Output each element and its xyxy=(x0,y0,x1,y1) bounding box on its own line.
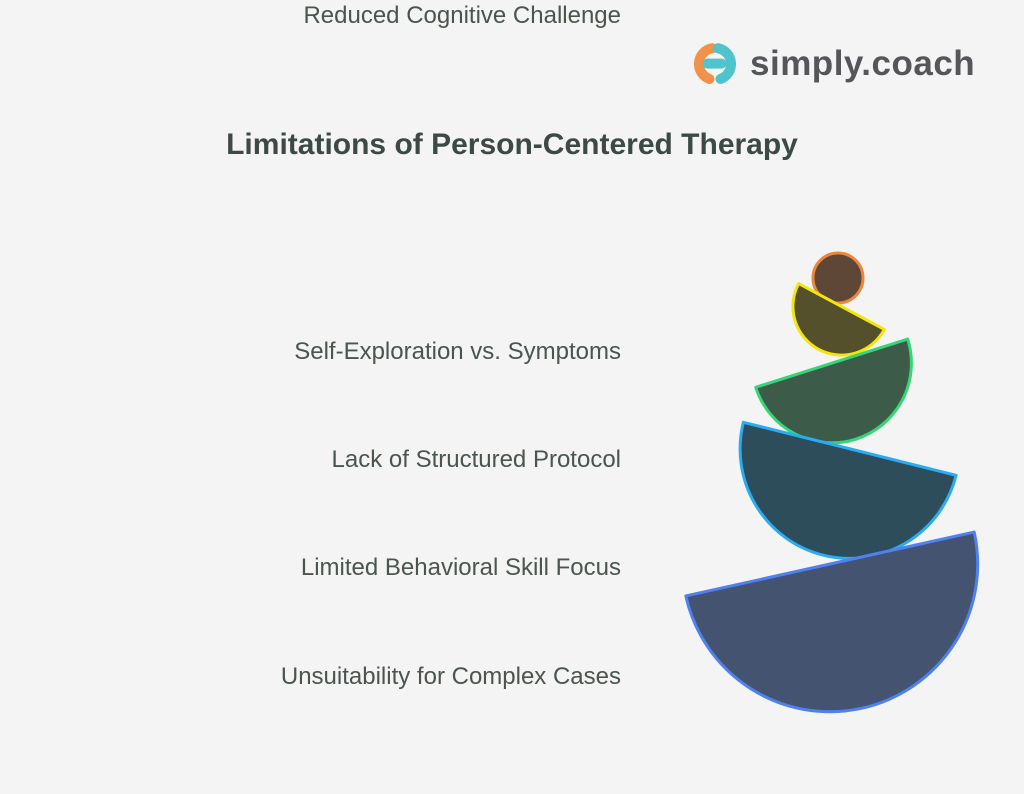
logo-text: simply.coach xyxy=(750,44,976,83)
stone-semicircle-small xyxy=(791,282,886,357)
stone-semicircle-base xyxy=(684,530,980,714)
limitation-label-4: Unsuitability for Complex Cases xyxy=(280,663,621,690)
stone-semicircle-medium xyxy=(754,337,913,445)
stone-top-circle xyxy=(811,251,865,305)
limitation-label-5: Reduced Cognitive Challenge xyxy=(303,2,621,29)
stone-semicircle-large xyxy=(738,420,958,560)
limitation-label-1: Self-Exploration vs. Symptoms xyxy=(294,338,621,365)
limitation-label-2: Lack of Structured Protocol xyxy=(331,446,621,473)
simply-coach-logo-icon xyxy=(693,43,737,84)
simply-coach-logo: simply.coach xyxy=(690,38,975,90)
limitation-label-3: Limited Behavioral Skill Focus xyxy=(300,554,621,581)
page-title: Limitations of Person-Centered Therapy xyxy=(226,128,798,161)
